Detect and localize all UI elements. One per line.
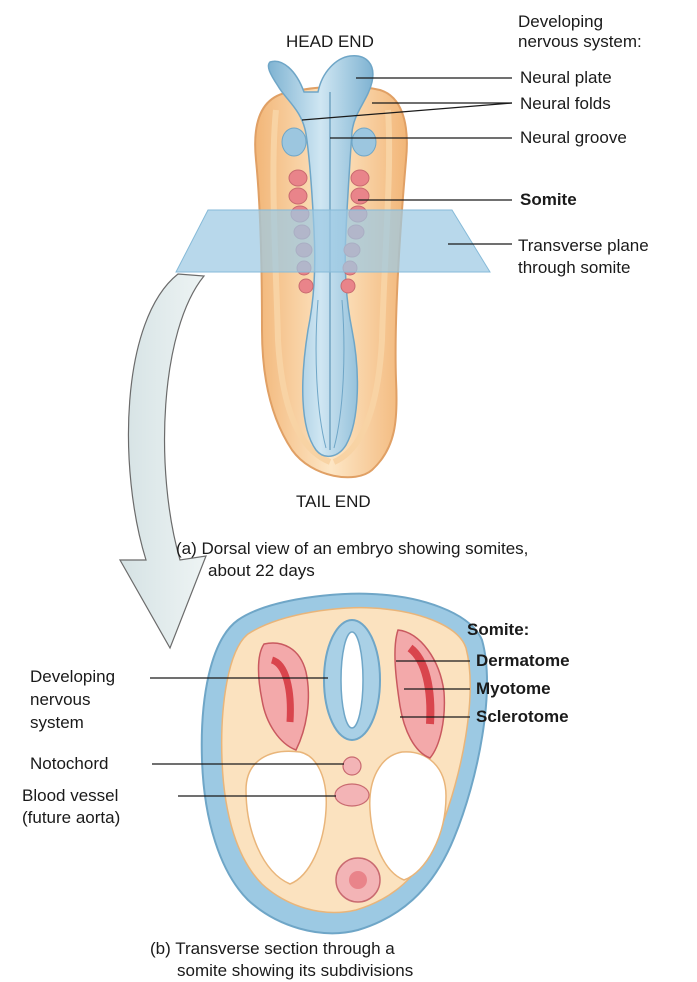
transverse-plane [176, 210, 490, 272]
notochord-label: Notochord [30, 754, 108, 774]
somite-subdivision-title: Somite: [467, 620, 529, 640]
developing-nervous-label-line3: system [30, 713, 84, 733]
caption-a-line2: about 22 days [208, 560, 315, 581]
transverse-plane-label-line2: through somite [518, 258, 630, 278]
somite-label: Somite [520, 190, 577, 210]
caption-b-line2: somite showing its subdivisions [177, 960, 413, 981]
caption-b-line1: (b) Transverse section through a [150, 938, 395, 959]
neural-groove-label: Neural groove [520, 128, 627, 148]
curved-arrow [120, 274, 206, 648]
developing-nervous-label-line2: nervous [30, 690, 90, 710]
neural-plate-label: Neural plate [520, 68, 612, 88]
myotome-label: Myotome [476, 679, 551, 699]
group-title-line2: nervous system: [518, 32, 642, 52]
developing-nervous-label-line1: Developing [30, 667, 115, 687]
tail-end-label: TAIL END [296, 492, 371, 512]
caption-a-line1: (a) Dorsal view of an embryo showing som… [176, 538, 528, 559]
group-title-line1: Developing [518, 12, 603, 32]
blood-vessel-label-line1: Blood vessel [22, 786, 118, 806]
head-end-label: HEAD END [286, 32, 374, 52]
transverse-plane-label-line1: Transverse plane [518, 236, 649, 256]
dermatome-label: Dermatome [476, 651, 570, 671]
blood-vessel-label-line2: (future aorta) [22, 808, 120, 828]
neural-folds-label: Neural folds [520, 94, 611, 114]
embryo-dorsal-view [176, 56, 490, 478]
sclerotome-label: Sclerotome [476, 707, 569, 727]
notochord [343, 757, 361, 775]
blood-vessel [335, 784, 369, 806]
